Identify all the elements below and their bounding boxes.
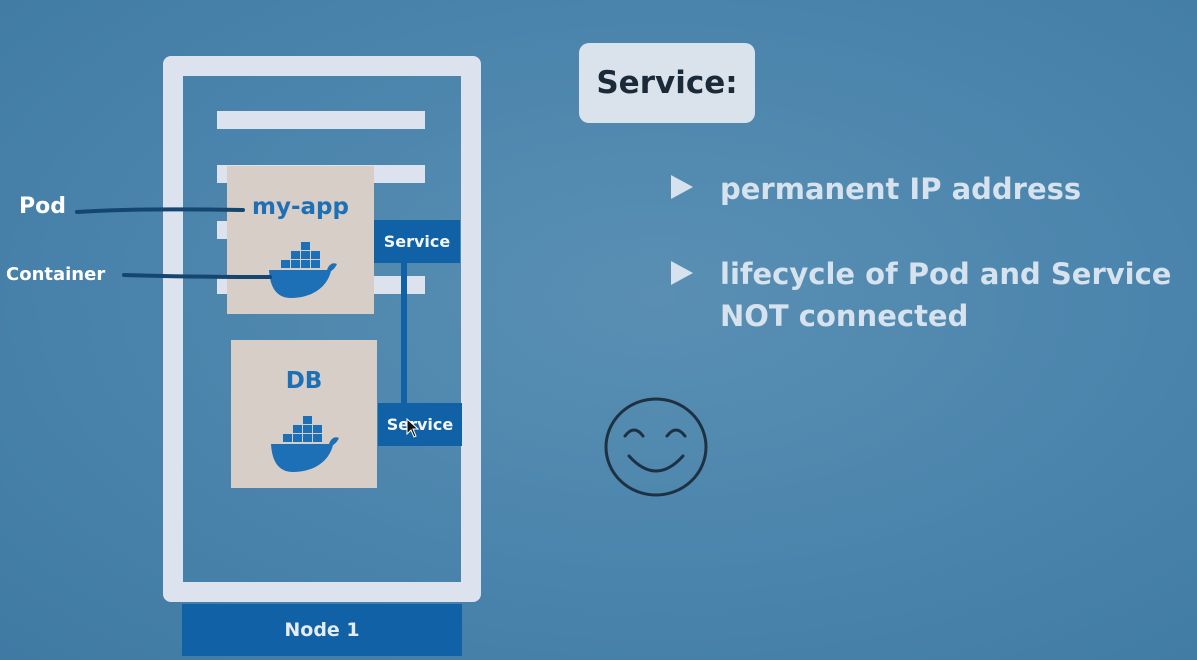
panel-title: Service: [579,43,755,123]
node-bar [217,111,425,129]
app-pod: my-app [227,166,374,314]
play-triangle-icon [671,261,693,285]
app-service-box: Service [374,220,460,263]
cursor-icon [406,418,420,438]
bullet-2-line1: lifecycle of Pod and Service [720,257,1172,291]
container-label: Container [6,264,106,285]
docker-whale-icon [269,242,337,298]
app-pod-title: my-app [252,194,349,220]
container-pointer-line [122,273,272,279]
bullet-2-line2: NOT connected [720,299,969,333]
pod-label: Pod [19,194,66,219]
docker-whale-icon [271,416,339,472]
service-connector [401,260,407,406]
play-triangle-icon [671,175,693,199]
pod-pointer-line [75,207,245,214]
db-pod: DB [231,340,377,488]
bullet-1-text: permanent IP address [720,172,1082,206]
node-frame [163,56,481,602]
smiley-icon [604,397,708,497]
node-label: Node 1 [182,604,462,656]
db-service-box: Service [378,403,462,446]
db-pod-title: DB [285,368,323,394]
